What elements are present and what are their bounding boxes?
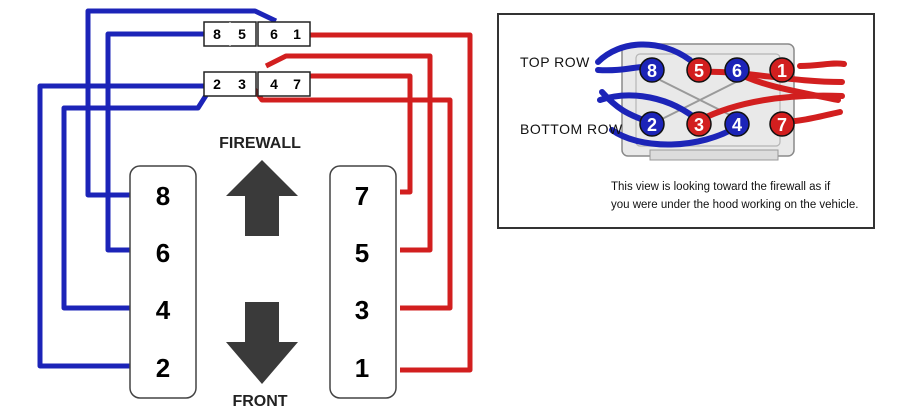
connector-top-pin-1: 8 xyxy=(213,26,221,42)
wire-1 xyxy=(310,32,473,373)
wire-8 xyxy=(85,8,278,198)
wire-6 xyxy=(105,31,204,253)
photo-bottom-plug-1: 2 xyxy=(647,115,657,135)
photo-bottom-plug-2: 3 xyxy=(694,115,704,135)
bottom-row-plugs: 2 3 4 7 xyxy=(639,111,795,137)
connector-top: 8 5 6 1 xyxy=(203,21,311,47)
left-bank-cyl-1: 8 xyxy=(156,181,170,211)
right-bank-cyl-2: 5 xyxy=(355,238,369,268)
left-bank: 8 6 4 2 xyxy=(129,165,197,399)
left-bank-cyl-2: 6 xyxy=(156,238,170,268)
connector-bottom-pin-3: 4 xyxy=(270,76,278,92)
connector-bottom-pin-1: 2 xyxy=(213,76,221,92)
top-row-label: TOP ROW xyxy=(520,54,590,70)
connector-top-pin-3: 6 xyxy=(270,26,278,42)
right-bank: 7 5 3 1 xyxy=(329,165,397,399)
right-bank-cyl-3: 3 xyxy=(355,295,369,325)
connector-bottom-pin-2: 3 xyxy=(238,76,246,92)
photo-caption-line-2: you were under the hood working on the v… xyxy=(611,199,858,211)
photo-bottom-plug-3: 4 xyxy=(732,115,742,135)
connector-bottom-pin-4: 7 xyxy=(293,76,301,92)
wire-7 xyxy=(310,73,413,195)
arrow-down-icon xyxy=(226,302,298,384)
photo-top-plug-3: 6 xyxy=(732,61,742,81)
photo-caption-line-1: This view is looking toward the firewall… xyxy=(611,181,831,193)
right-bank-cyl-1: 7 xyxy=(355,181,369,211)
connector-bottom: 2 3 4 7 xyxy=(203,71,311,97)
firewall-label: FIREWALL xyxy=(219,135,301,152)
left-bank-cyl-3: 4 xyxy=(156,295,171,325)
arrow-up-icon xyxy=(226,160,298,236)
left-bank-cyl-4: 2 xyxy=(156,353,170,383)
photo-top-plug-1: 8 xyxy=(647,61,657,81)
connector-top-pin-2: 5 xyxy=(238,26,246,42)
wiring xyxy=(37,8,473,373)
photo-top-plug-4: 1 xyxy=(777,61,787,81)
photo-bottom-plug-4: 7 xyxy=(777,115,787,135)
wire-2 xyxy=(37,83,204,369)
photo-top-plug-2: 5 xyxy=(694,61,704,81)
top-row-plugs: 8 5 6 1 xyxy=(639,57,795,83)
wire-5 xyxy=(264,53,433,253)
front-label: FRONT xyxy=(232,393,287,410)
connector-top-pin-4: 1 xyxy=(293,26,301,42)
bottom-row-label: BOTTOM ROW xyxy=(520,121,623,137)
photo-inset: 8 5 6 1 2 3 4 7 TOP ROW BOTTOM ROW This … xyxy=(497,13,875,229)
coil-pack-image xyxy=(595,41,847,161)
right-bank-cyl-4: 1 xyxy=(355,353,369,383)
wire-4 xyxy=(61,84,215,311)
